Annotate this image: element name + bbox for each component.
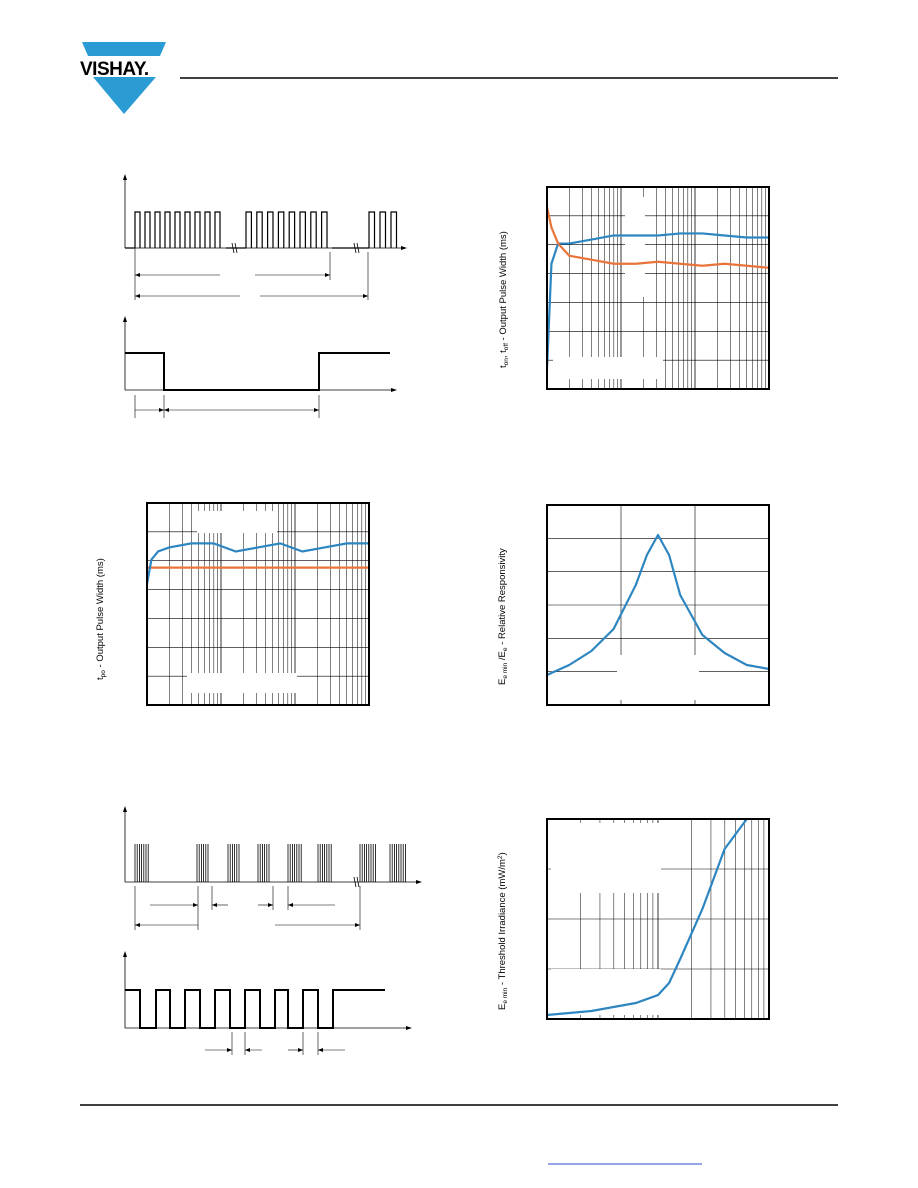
legend-box (553, 357, 663, 379)
tpo-ylabel: tpo - Output Pulse Width (ms) (95, 558, 107, 680)
logo-triangle-top (82, 42, 166, 56)
vishay-logo (82, 42, 838, 114)
ton-toff-ylabel: ton, toff - Output Pulse Width (ms) (498, 231, 510, 368)
responsivity-chart (546, 504, 770, 706)
chart-grid (546, 187, 769, 389)
legend-box (551, 823, 661, 893)
logo-triangle-bottom (93, 77, 156, 114)
series-line (545, 206, 770, 269)
threshold-chart (546, 818, 770, 1020)
series-line (546, 533, 770, 677)
series-line (545, 232, 769, 369)
legend-box (617, 655, 699, 700)
series-line (546, 818, 748, 1017)
chart-grid (146, 503, 369, 705)
threshold-ylabel: Ee min - Threshold Irradiance (mW/m2) (497, 852, 509, 1010)
header: VISHAY. (0, 0, 918, 120)
legend-box (625, 197, 645, 297)
series-line (145, 542, 369, 584)
tpo-chart (145, 502, 370, 706)
chart-frame (546, 504, 770, 706)
chart-frame (546, 818, 770, 1020)
ton-toff-chart (545, 186, 770, 390)
responsivity-ylabel: Ee min /Ee - Relative Responsivity (497, 548, 509, 685)
legend-box (187, 673, 297, 693)
chart-frame (546, 186, 770, 390)
logo-text: VISHAY. (80, 59, 149, 80)
legend-box (197, 511, 277, 533)
chart-frame (146, 502, 370, 706)
